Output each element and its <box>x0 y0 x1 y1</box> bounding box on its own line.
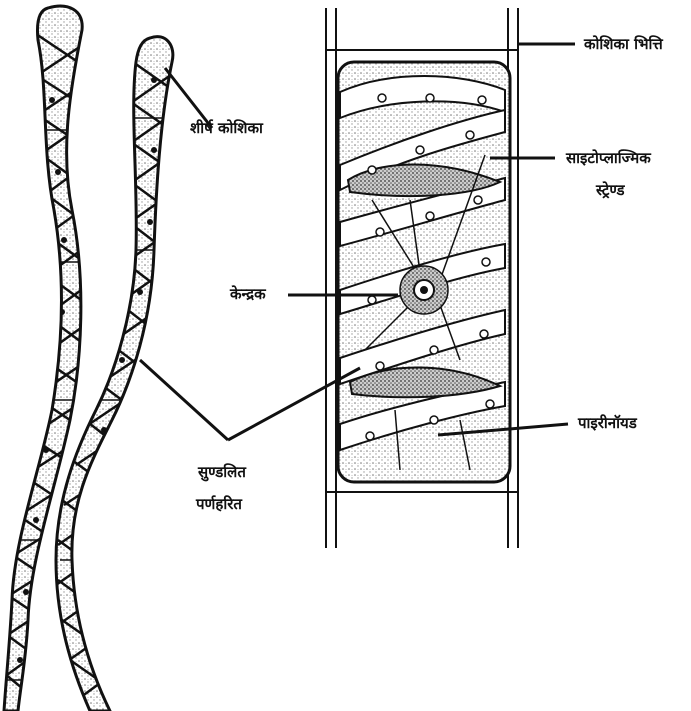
label-pyrenoid: पाइरीनॉयड <box>578 413 637 433</box>
label-cell-wall: कोशिका भित्ति <box>584 34 663 54</box>
label-apical-cell: शीर्ष कोशिका <box>190 118 263 138</box>
nucleus-shape <box>400 266 448 314</box>
label-cytoplasmic-strand-2: स्ट्रेण्ड <box>596 180 625 200</box>
label-cytoplasmic-strand-1: साइटोप्लाज्मिक <box>566 148 651 168</box>
label-spiral-chloroplast-1: सुण्डलित <box>198 462 246 482</box>
label-spiral-chloroplast-2: पर्णहरित <box>196 494 242 514</box>
enlarged-cell <box>326 8 520 548</box>
label-nucleus: केन्द्रक <box>230 284 266 304</box>
